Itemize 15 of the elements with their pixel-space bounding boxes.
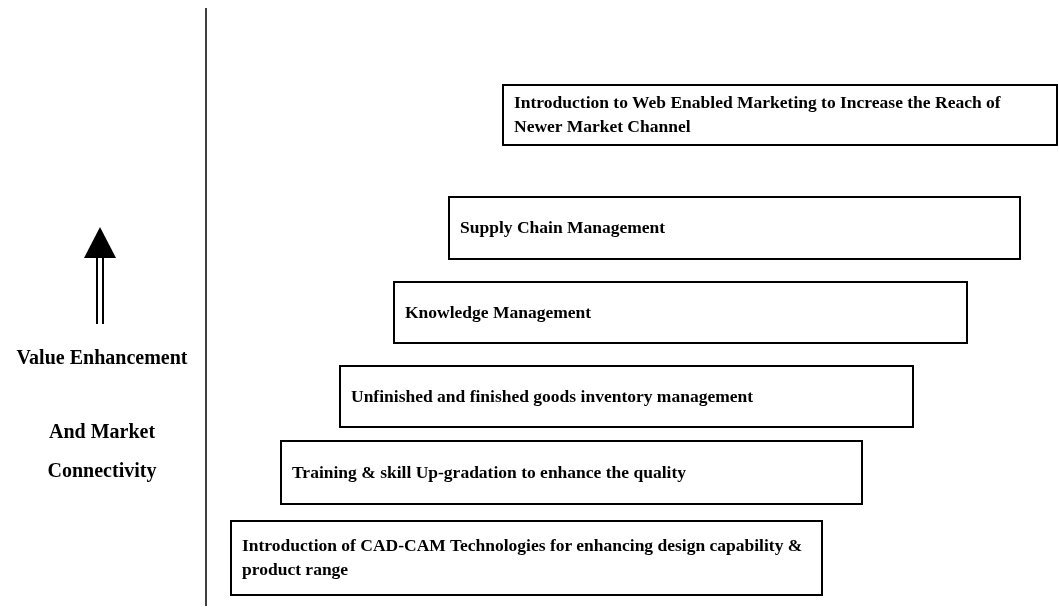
step-box: [502, 84, 1058, 146]
step-box: [280, 440, 863, 505]
step-text: Introduction to Web Enabled Marketing to Increase the Reach of Newer Market Channel: [514, 91, 1002, 138]
step-text: Supply Chain Management: [460, 216, 666, 240]
axis-label: Connectivity: [46, 458, 158, 484]
step-text: Unfinished and finished goods inventory management: [351, 384, 754, 408]
step-box: [230, 520, 823, 596]
step-box: [339, 365, 914, 428]
step-text: Knowledge Management: [405, 300, 592, 324]
axis-label: And Market: [47, 419, 157, 444]
axis-label: Value Enhancement: [15, 345, 189, 370]
step-text: Training & skill Up-gradation to enhance the quality: [292, 460, 686, 484]
step-box: [448, 196, 1021, 260]
step-box: [393, 281, 968, 344]
step-text: Introduction of CAD-CAM Technologies for enhancing design capability & product range: [242, 534, 804, 581]
